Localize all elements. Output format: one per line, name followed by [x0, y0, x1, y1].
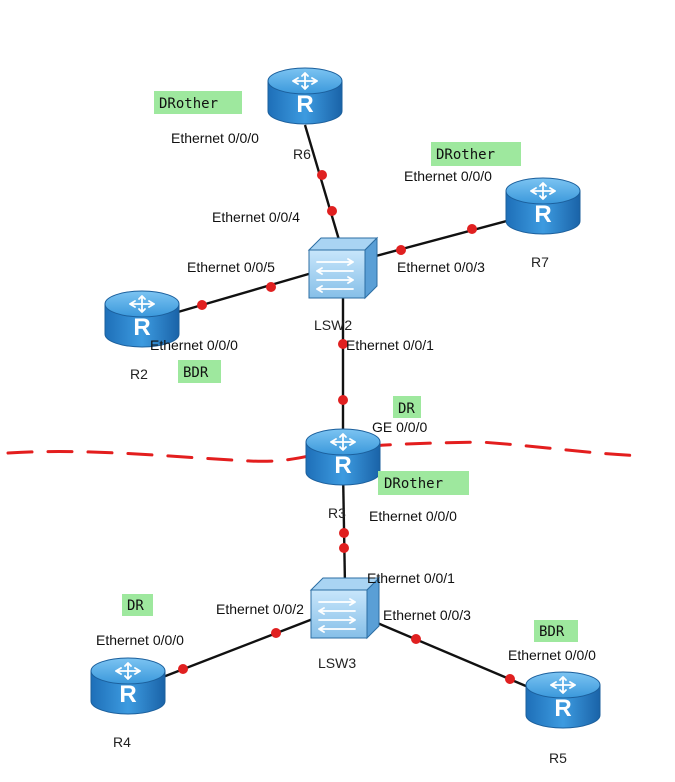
device-name-r3: R3 [328, 505, 346, 521]
device-name-r4: R4 [113, 734, 131, 750]
role-badge-r3-lower: DRother [384, 476, 443, 492]
link-dot [396, 245, 406, 255]
link-dot [339, 543, 349, 553]
device-name-r5: R5 [549, 750, 567, 766]
link-dot [338, 395, 348, 405]
link-dot [339, 528, 349, 538]
device-name-r2: R2 [130, 366, 148, 382]
router-icon [267, 67, 343, 125]
link-r7-lsw2 [371, 216, 519, 259]
role-badge-r7: DRother [436, 147, 495, 163]
device-name-lsw2: LSW2 [314, 317, 352, 333]
router-r4[interactable] [90, 657, 166, 715]
role-badge-r2: BDR [183, 365, 209, 381]
switch-icon [308, 237, 378, 299]
iface-label-r4: Ethernet 0/0/0 [96, 632, 184, 648]
iface-label-lsw2-p1: Ethernet 0/0/1 [346, 337, 434, 353]
role-badge-r3-upper: DR [398, 401, 415, 417]
iface-label-r3-lower: Ethernet 0/0/0 [369, 508, 457, 524]
role-badge-r5: BDR [539, 624, 565, 640]
iface-label-r3-upper: GE 0/0/0 [372, 419, 427, 435]
iface-label-lsw3-p3: Ethernet 0/0/3 [383, 607, 471, 623]
switch-lsw3[interactable] [310, 577, 380, 639]
device-name-r7: R7 [531, 254, 549, 270]
link-r6-lsw2 [303, 124, 344, 251]
router-r5[interactable] [525, 671, 601, 729]
router-icon [505, 177, 581, 235]
role-badge-r4: DR [127, 598, 144, 614]
switch-lsw2[interactable] [308, 237, 378, 299]
iface-label-lsw3-p2: Ethernet 0/0/2 [216, 601, 304, 617]
link-dot [271, 628, 281, 638]
router-r3[interactable] [305, 428, 381, 486]
link-dot [467, 224, 477, 234]
link-dot [411, 634, 421, 644]
link-dot [338, 339, 348, 349]
iface-label-r5: Ethernet 0/0/0 [508, 647, 596, 663]
link-dot [178, 664, 188, 674]
router-r7[interactable] [505, 177, 581, 235]
device-name-lsw3: LSW3 [318, 655, 356, 671]
link-dot [317, 170, 327, 180]
router-r6[interactable] [267, 67, 343, 125]
role-badge-r6: DRother [159, 96, 218, 112]
router-icon [525, 671, 601, 729]
link-dot [197, 300, 207, 310]
iface-label-lsw2-p3: Ethernet 0/0/3 [397, 259, 485, 275]
iface-label-lsw2-p4: Ethernet 0/0/4 [212, 209, 300, 225]
iface-label-r7: Ethernet 0/0/0 [404, 168, 492, 184]
link-dot [505, 674, 515, 684]
router-icon [90, 657, 166, 715]
link-dot [327, 206, 337, 216]
device-name-r6: R6 [293, 146, 311, 162]
iface-label-r2: Ethernet 0/0/0 [150, 337, 238, 353]
iface-label-lsw2-p5: Ethernet 0/0/5 [187, 259, 275, 275]
link-dot [266, 282, 276, 292]
link-r4-lsw3 [149, 615, 319, 684]
switch-icon [310, 577, 380, 639]
iface-label-r6: Ethernet 0/0/0 [171, 130, 259, 146]
iface-label-lsw3-p1: Ethernet 0/0/1 [367, 570, 455, 586]
link-endpoints [178, 170, 515, 684]
router-icon [305, 428, 381, 486]
